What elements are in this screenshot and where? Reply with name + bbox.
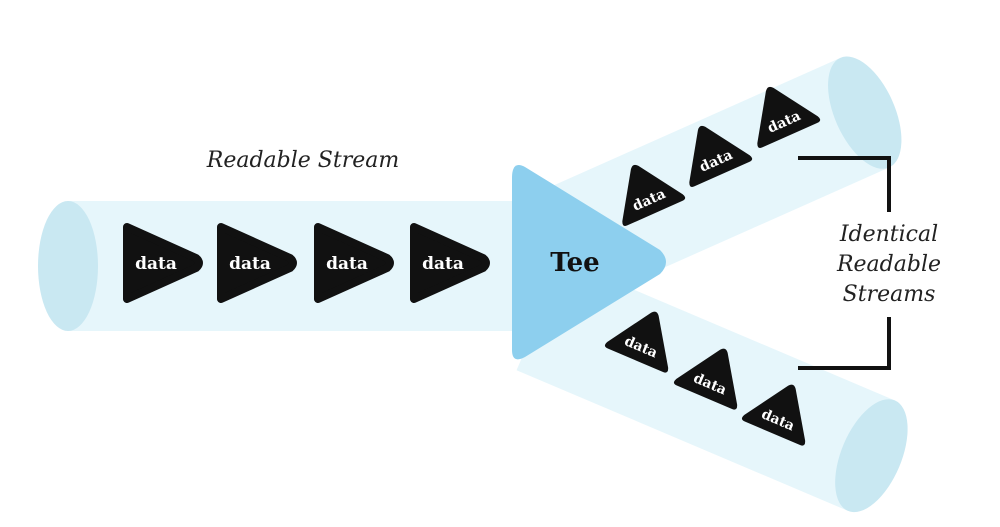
identical-label-line-3: Streams [843,282,936,307]
tee-label: Tee [550,248,599,278]
upper-chunk-3: data [757,86,821,148]
input-chunk-1: data [123,223,203,303]
input-chunk-2-label: data [229,254,271,274]
upper-chunk-2: data [689,125,753,187]
readable-stream-label: Readable Stream [206,148,399,173]
upper-chunk-1: data [622,164,686,226]
output-streams-bracket [798,156,891,370]
input-chunk-3-label: data [326,254,368,274]
lower-chunk-2: data [673,348,738,410]
identical-label-line-2: Readable [836,252,941,277]
input-chunk-4-label: data [422,254,464,274]
lower-chunk-1: data [604,311,669,373]
input-chunk-3: data [314,223,394,303]
identical-label-line-1: Identical [839,222,938,247]
input-chunk-2: data [217,223,297,303]
input-chunk-1-label: data [135,254,177,274]
tee-splitter: Tee [512,165,666,360]
input-chunk-4: data [410,223,490,303]
lower-chunk-3: data [741,384,806,446]
